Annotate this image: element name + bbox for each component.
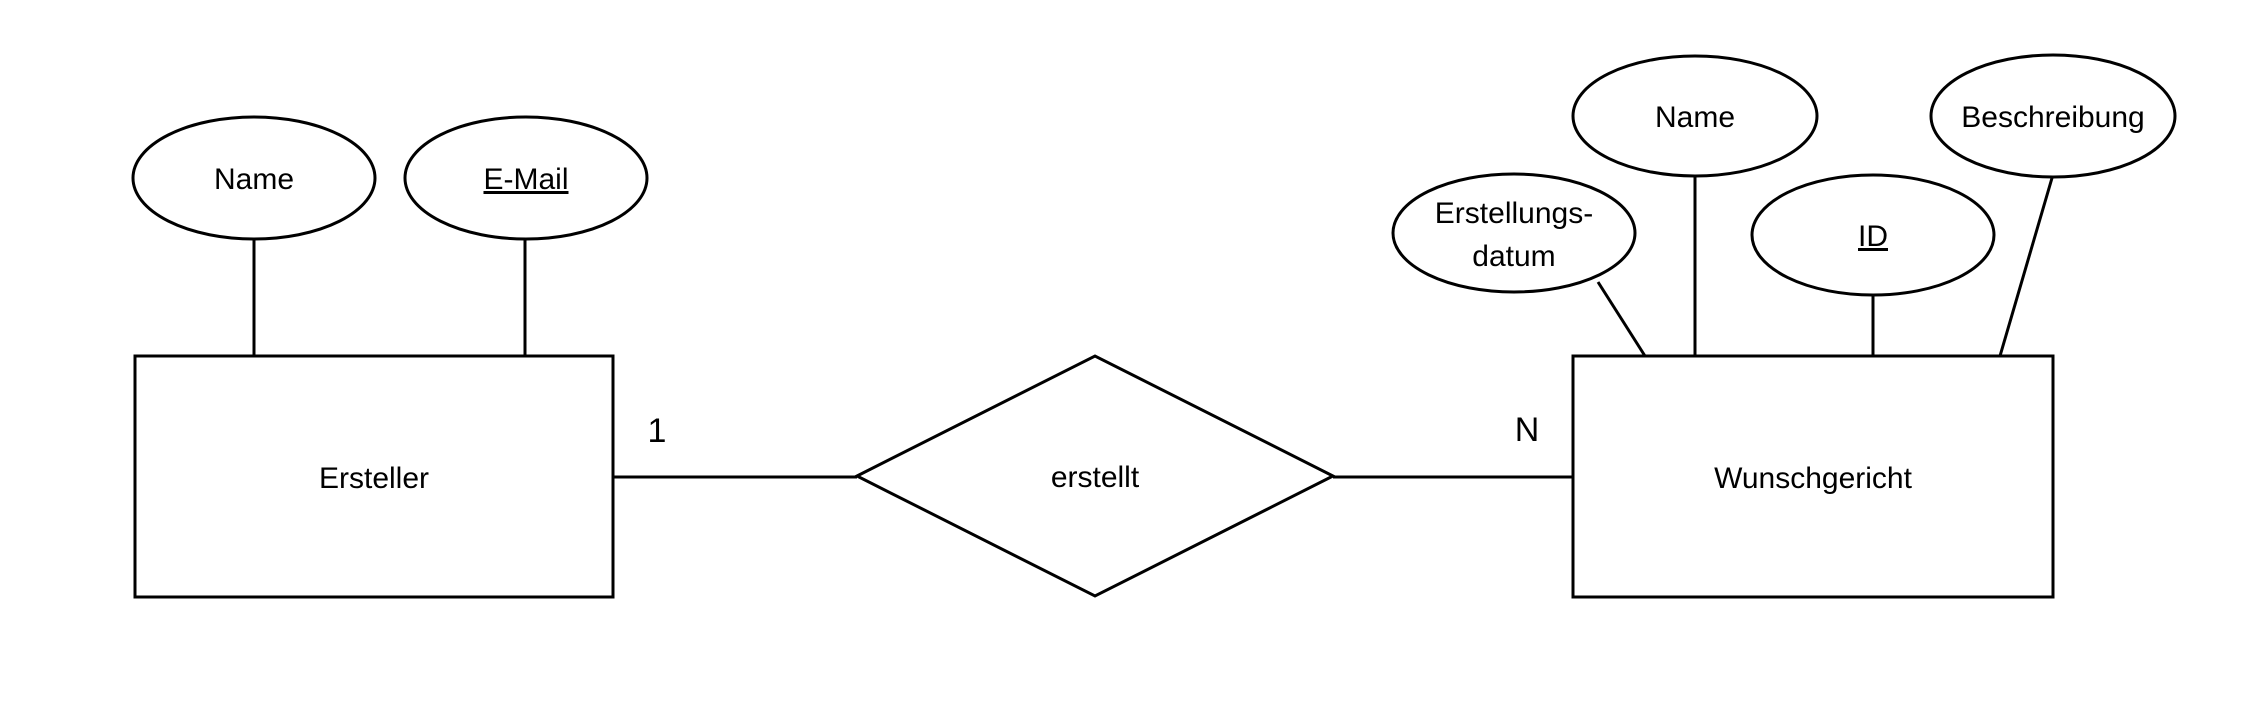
entity-rect-ersteller [133,354,615,599]
cardinality-label-right: N [1515,411,1540,449]
attribute-label-wunschgericht-name: Name [1655,101,1735,134]
connectors [252,176,2054,479]
attribute-label-ersteller-email: E-Mail [483,163,568,196]
cardinality-label-left: 1 [648,412,667,450]
attribute-ellipse-wunschgericht-erstellungsdatum [1391,172,1637,294]
attribute-label-wunschgericht-erstellungsdatum-line2: datum [1472,240,1555,273]
relationship-group-erstellt: erstellt 1 N [648,354,1540,598]
attribute-ellipse-wunschgericht-name [1571,54,1819,178]
attribute-ellipse-wunschgericht-id [1750,173,1996,297]
entity-group-wunschgericht: Erstellungs- datum Name ID Beschreibung … [1391,53,2177,599]
attribute-label-wunschgericht-beschreibung: Beschreibung [1961,101,2144,134]
attribute-ellipse-ersteller-name [131,115,377,241]
entity-label-wunschgericht: Wunschgericht [1714,462,1913,495]
attribute-label-wunschgericht-id: ID [1858,220,1888,253]
entity-label-ersteller: Ersteller [319,462,429,495]
relationship-diamond-erstellt [853,354,1337,598]
entity-group-ersteller: Name E-Mail Ersteller [131,115,649,599]
connector-wunschgericht-beschreibung [1998,177,2054,357]
attribute-ellipse-ersteller-email [403,115,649,241]
attribute-ellipse-wunschgericht-beschreibung [1929,53,2177,179]
attribute-label-ersteller-name: Name [214,163,294,196]
relationship-label-erstellt: erstellt [1051,461,1140,494]
attribute-label-wunschgericht-erstellungsdatum-line1: Erstellungs- [1435,197,1593,230]
connector-wunschgericht-erstellungsdatum [1596,281,1647,357]
entity-rect-wunschgericht [1571,354,2055,599]
